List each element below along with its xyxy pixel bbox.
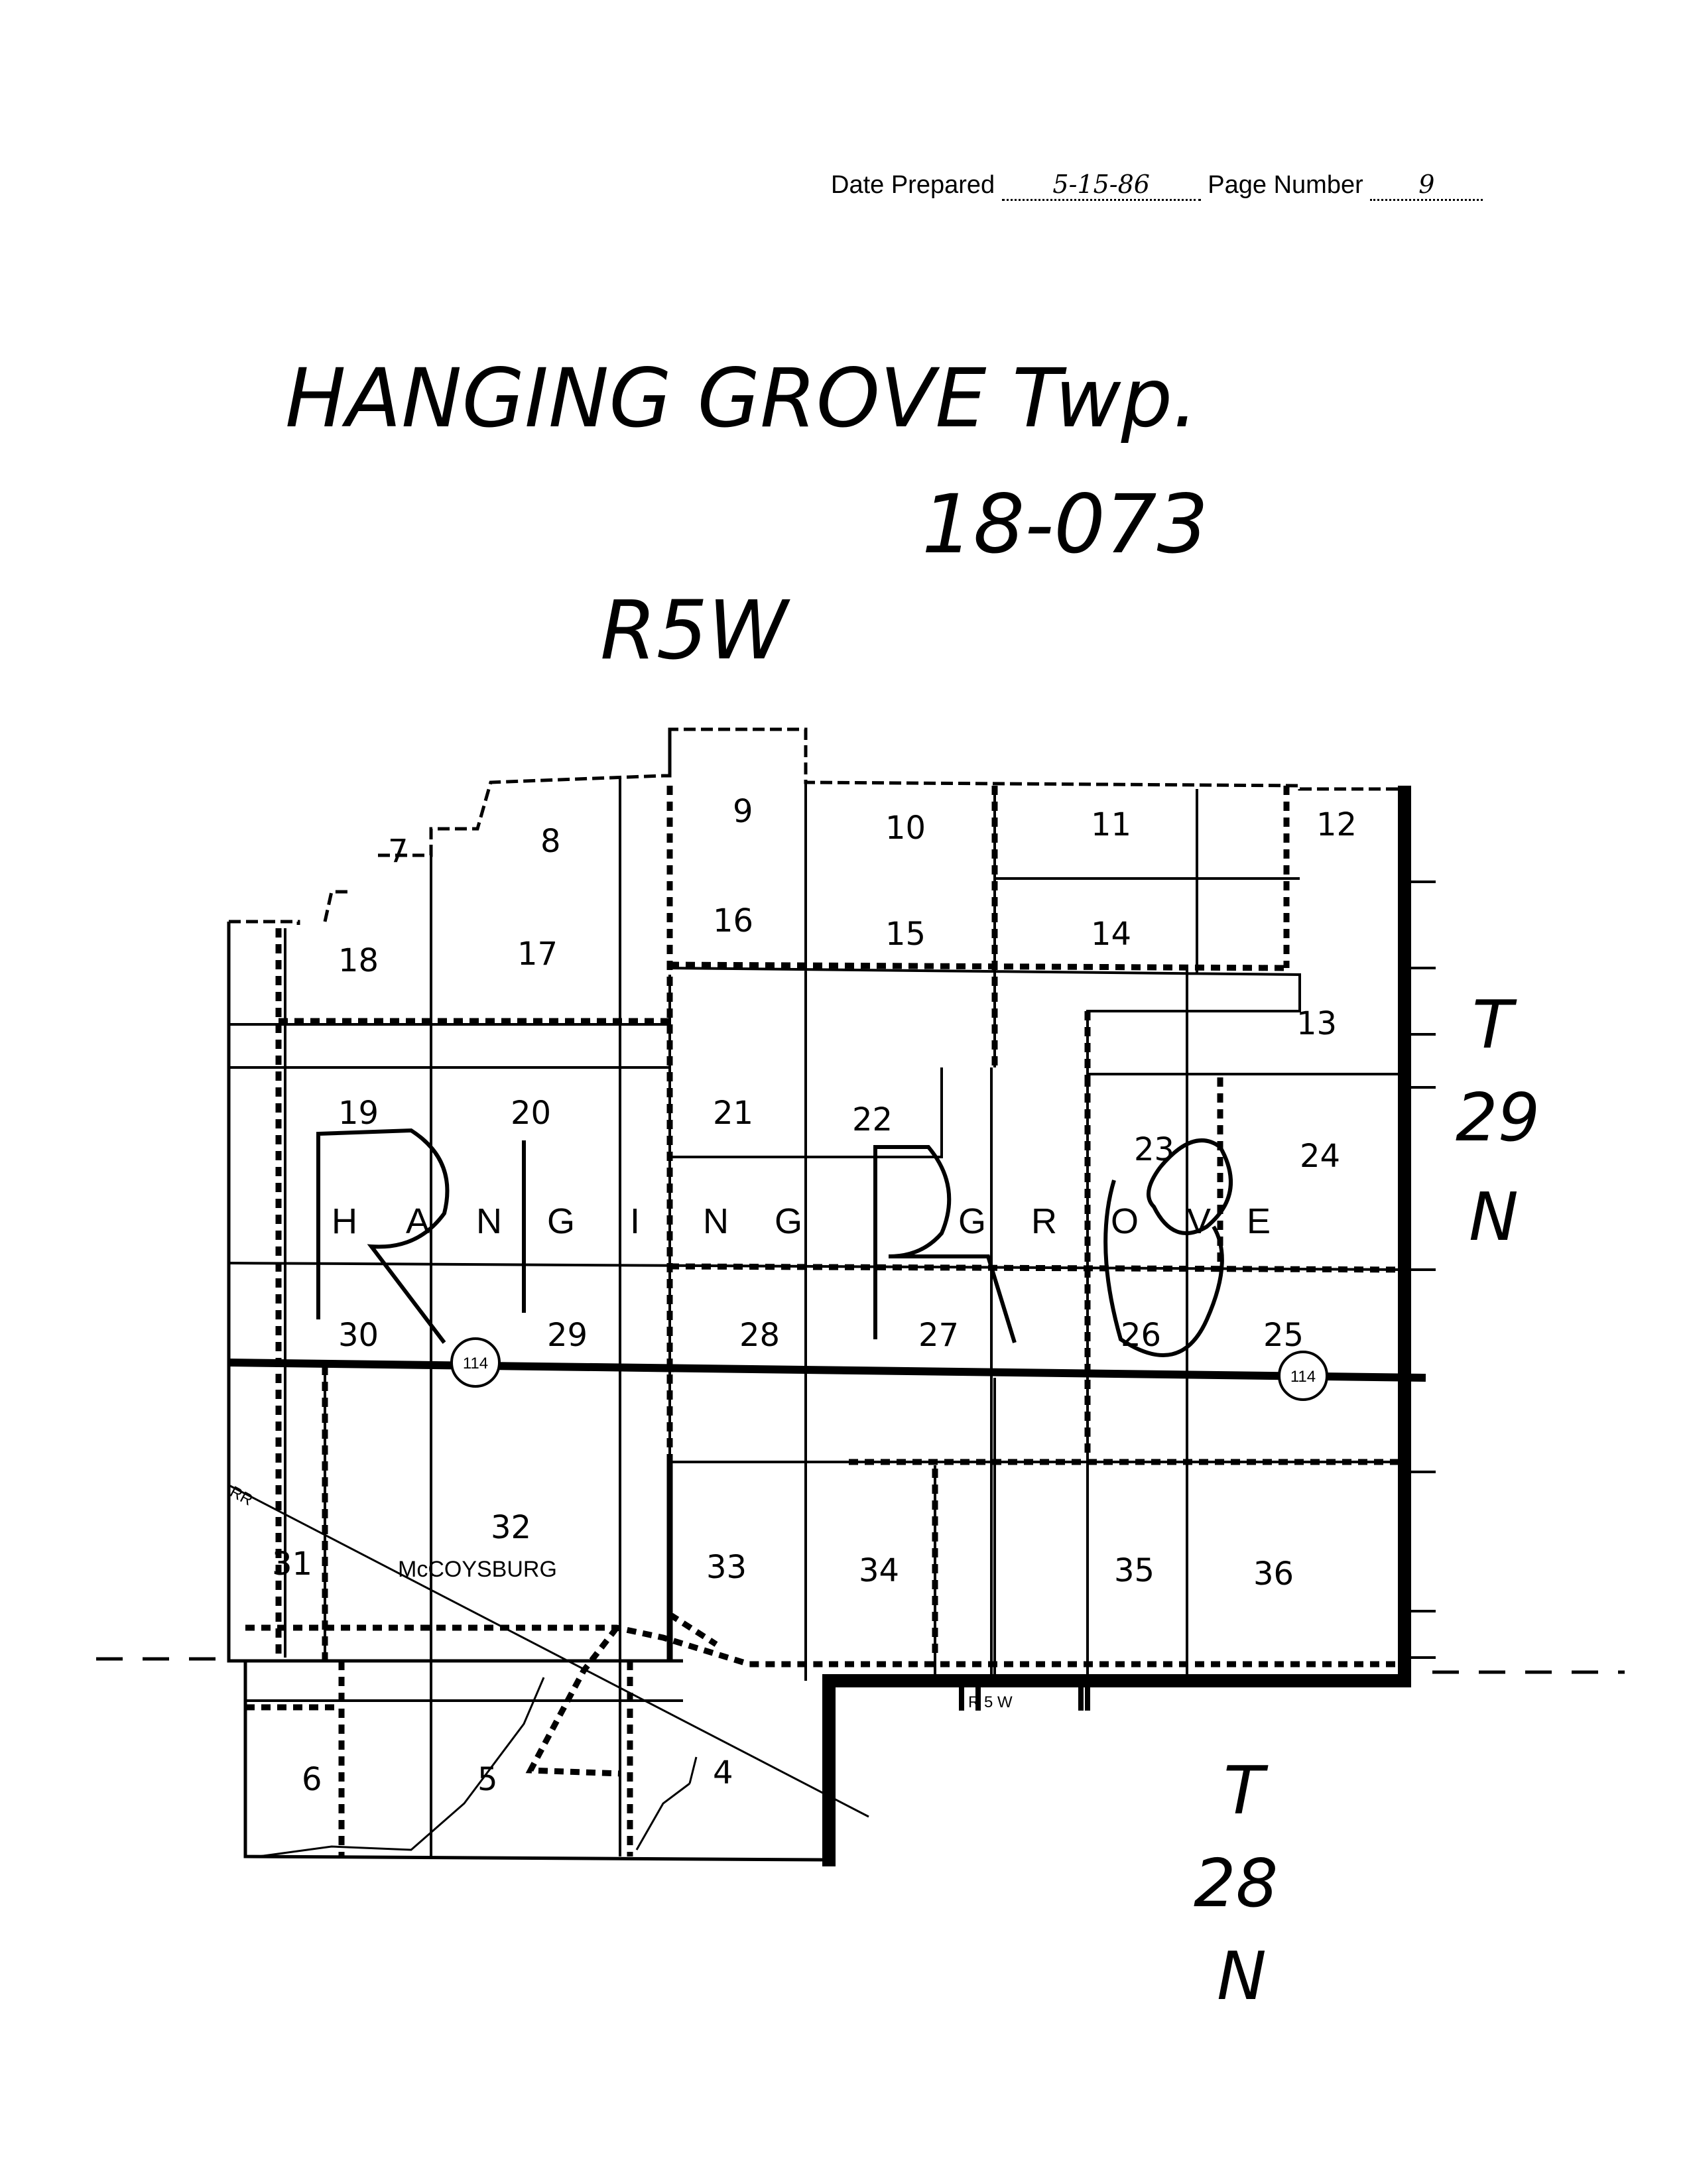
overlay-letter-8: G bbox=[958, 1201, 986, 1241]
tn-number: 29 bbox=[1456, 1079, 1540, 1156]
page-value: 9 bbox=[1370, 170, 1483, 201]
page-label: Page Number bbox=[1208, 171, 1363, 199]
section-25-label: 25 bbox=[1263, 1317, 1304, 1354]
tn-letter-t: T bbox=[1472, 986, 1517, 1063]
highway-shield-east: 114 bbox=[1278, 1351, 1328, 1401]
section-23-label: 23 bbox=[1134, 1131, 1174, 1168]
tn-letter-n: N bbox=[1469, 1178, 1519, 1256]
ts-letter-t: T bbox=[1223, 1752, 1269, 1829]
highway-shield-west: 114 bbox=[450, 1337, 501, 1388]
section-12-label: 12 bbox=[1316, 806, 1357, 843]
section-7-label: 7 bbox=[388, 833, 408, 870]
section-9-label: 9 bbox=[733, 793, 753, 830]
highway-label-east: 114 bbox=[1290, 1368, 1316, 1386]
overlay-letter-4: G bbox=[547, 1201, 575, 1241]
section-28-label: 28 bbox=[739, 1317, 780, 1354]
section-36-label: 36 bbox=[1253, 1555, 1294, 1593]
overlay-letter-10: O bbox=[1111, 1201, 1139, 1241]
header-line: Date Prepared 5-15-86 Page Number 9 bbox=[831, 170, 1483, 201]
section-14-label: 14 bbox=[1091, 916, 1131, 953]
overlay-letter-6: N bbox=[703, 1201, 729, 1241]
overlay-letter-1: H bbox=[332, 1201, 357, 1241]
township-south-label: T 28 N bbox=[1194, 1752, 1278, 2015]
section-10-label: 10 bbox=[885, 810, 926, 847]
section-21-label: 21 bbox=[713, 1095, 753, 1132]
section-32-label: 32 bbox=[491, 1509, 531, 1546]
township-east-line bbox=[822, 786, 1411, 1866]
overlay-letter-11: V bbox=[1187, 1201, 1211, 1241]
overlay-strokes bbox=[316, 1128, 1233, 1357]
overlay-letter-7: G bbox=[775, 1201, 802, 1241]
section-4-label: 4 bbox=[713, 1754, 733, 1791]
section-5-label: 5 bbox=[477, 1761, 498, 1798]
overlay-letter-3: N bbox=[476, 1201, 502, 1241]
railroad-line bbox=[228, 1484, 869, 1818]
section-16-label: 16 bbox=[713, 902, 753, 940]
overlay-letter-9: R bbox=[1031, 1201, 1057, 1241]
range-ticks bbox=[959, 1681, 1090, 1711]
section-29-label: 29 bbox=[547, 1317, 588, 1354]
township-title: HANGING GROVE Twp. bbox=[285, 351, 1198, 446]
map-linework bbox=[96, 727, 1625, 1866]
range-label: R5W bbox=[600, 583, 788, 678]
highway-label-west: 114 bbox=[463, 1355, 488, 1372]
section-27-label: 27 bbox=[918, 1317, 959, 1354]
section-24-label: 24 bbox=[1300, 1138, 1340, 1175]
creek-lines bbox=[258, 1677, 698, 1858]
section-6-label: 6 bbox=[302, 1761, 322, 1798]
date-value: 5-15-86 bbox=[1001, 170, 1201, 201]
date-label: Date Prepared bbox=[831, 171, 995, 199]
section-35-label: 35 bbox=[1114, 1552, 1155, 1589]
section-34-label: 34 bbox=[859, 1552, 899, 1589]
township-north-label: T 29 N bbox=[1456, 986, 1540, 1256]
section-17-label: 17 bbox=[517, 936, 558, 973]
section-18-label: 18 bbox=[338, 942, 379, 979]
overlay-letter-5: I bbox=[630, 1201, 640, 1241]
town-label: McCOYSBURG bbox=[398, 1557, 557, 1582]
ts-letter-n: N bbox=[1217, 1937, 1267, 2015]
section-33-label: 33 bbox=[706, 1549, 747, 1586]
section-20-label: 20 bbox=[511, 1095, 551, 1132]
section-labels: 4 5 6 7 8 9 10 11 12 13 14 15 16 17 18 19 20 21 22 23 24 25 26… bbox=[272, 793, 1357, 1798]
section-30-label: 30 bbox=[338, 1317, 379, 1354]
overlay-letter-2: A bbox=[406, 1201, 430, 1241]
section-22-label: 22 bbox=[852, 1101, 893, 1138]
range-marker-label: R 5 W bbox=[968, 1693, 1013, 1711]
section-8-label: 8 bbox=[540, 823, 561, 860]
ts-number: 28 bbox=[1194, 1845, 1278, 1922]
outer-boundary-west bbox=[227, 922, 823, 1862]
section-11-label: 11 bbox=[1091, 806, 1131, 843]
township-code: 18-073 bbox=[922, 477, 1209, 572]
section-15-label: 15 bbox=[885, 916, 926, 953]
section-31-label: 31 bbox=[272, 1546, 312, 1583]
outer-boundary bbox=[229, 727, 1399, 925]
section-grid bbox=[228, 776, 1405, 1856]
section-26-label: 26 bbox=[1121, 1317, 1161, 1354]
section-13-label: 13 bbox=[1296, 1005, 1337, 1042]
section-19-label: 19 bbox=[338, 1095, 379, 1132]
highway-114-line bbox=[228, 1359, 1426, 1382]
road-network bbox=[245, 786, 1405, 1856]
east-ticks bbox=[1405, 880, 1436, 1659]
overlay-letter-12: E bbox=[1247, 1201, 1271, 1241]
